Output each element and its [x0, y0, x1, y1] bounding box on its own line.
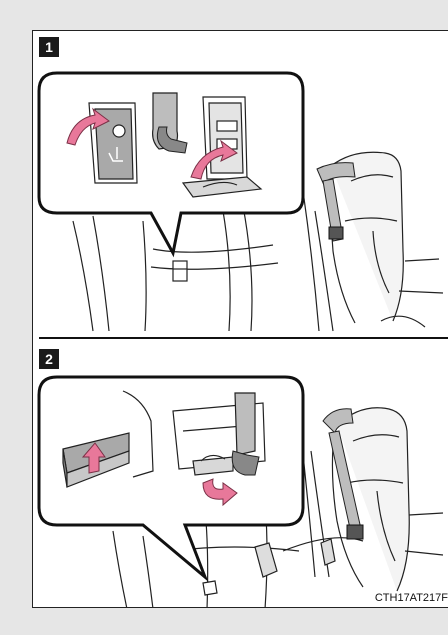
panel-divider	[39, 337, 448, 339]
step-2-badge: 2	[39, 349, 59, 369]
step-1-badge: 1	[39, 37, 59, 57]
panel2-tether-hook	[347, 525, 363, 539]
illustration-figure: 1 2 CTH17AT217F	[32, 30, 448, 608]
figure-code: CTH17AT217F	[375, 592, 448, 604]
panel2-strap-with-hook	[232, 393, 259, 475]
illustration-drawing	[33, 31, 448, 608]
panel1-tether-hook	[329, 227, 343, 239]
